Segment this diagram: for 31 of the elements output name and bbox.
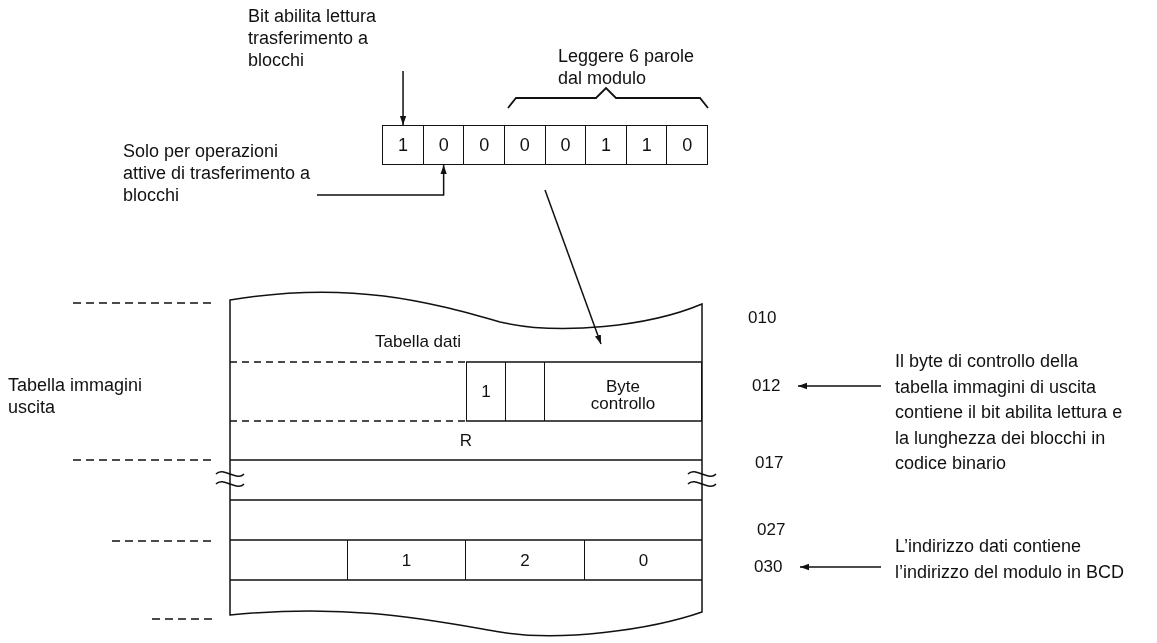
address-label: 017 xyxy=(755,452,785,474)
note-text: Il byte di controllo della tabella immagini di uscita contiene il bit abilita lettura e la lunghezza dei blocchi in codice binario xyxy=(895,349,1130,477)
bit-cell: 0 xyxy=(422,125,465,165)
address-label: 012 xyxy=(752,375,796,397)
bit-cell: 1 xyxy=(625,125,668,165)
address-label: 030 xyxy=(754,556,798,578)
table-cell: Byte controllo xyxy=(545,362,702,421)
callout-text: Solo per operazioni attive di trasferimento a blocchi xyxy=(123,140,313,206)
arrow xyxy=(544,189,602,345)
table-cell: 2 xyxy=(466,540,585,580)
table-cell: 1 xyxy=(348,540,466,580)
arrow xyxy=(399,70,407,126)
bit-cell: 0 xyxy=(666,125,709,165)
bit-cell: 0 xyxy=(504,125,546,165)
table-cell: 0 xyxy=(585,540,702,580)
table-cell: 1 xyxy=(466,362,506,421)
callout-text: Bit abilita lettura trasferimento a blocchi xyxy=(248,5,410,71)
address-label: 027 xyxy=(757,519,787,541)
address-label: 010 xyxy=(748,307,778,329)
arrow xyxy=(799,563,882,571)
bit-cell: 1 xyxy=(585,125,627,165)
table-title: Tabella dati xyxy=(375,331,461,353)
side-label: Tabella immagini uscita xyxy=(8,374,144,418)
brace-label: Leggere 6 parole dal modulo xyxy=(558,45,696,89)
arrow xyxy=(316,164,447,196)
table-cell: R xyxy=(230,421,702,460)
bit-cell: 1 xyxy=(382,125,424,165)
bit-cell: 0 xyxy=(463,125,506,165)
arrow xyxy=(797,382,882,390)
bit-cell: 0 xyxy=(544,125,587,165)
note-text: L’indirizzo dati contiene l’indirizzo del modulo in BCD xyxy=(895,534,1130,585)
